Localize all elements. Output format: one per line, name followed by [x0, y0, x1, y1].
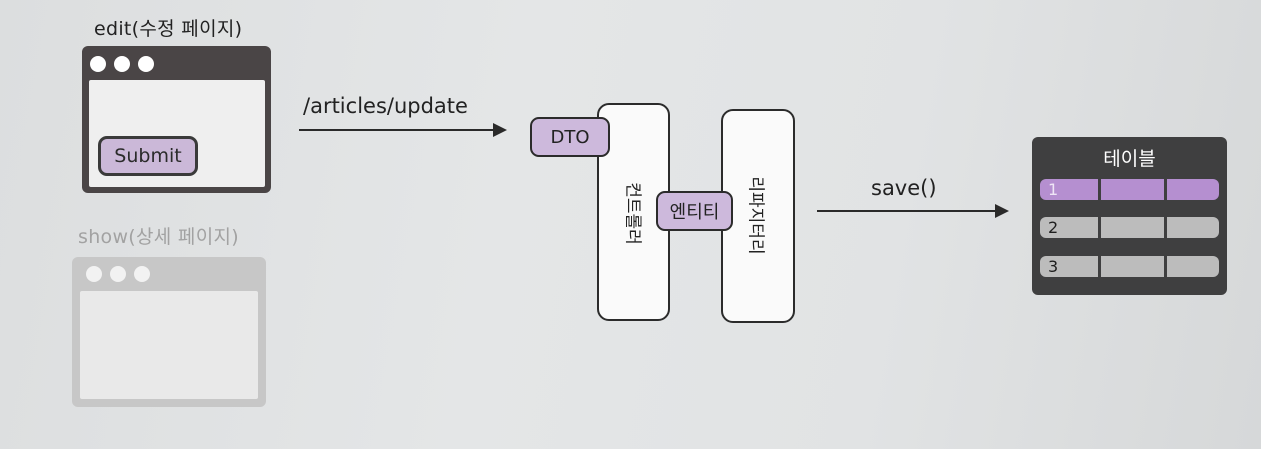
window-dot-icon — [86, 266, 102, 282]
table-row: 3 — [1040, 256, 1219, 277]
cell-divider — [1164, 179, 1167, 200]
row-number: 1 — [1048, 180, 1059, 199]
entity-tag: 엔티티 — [656, 191, 733, 231]
save-method-label: save() — [871, 176, 937, 200]
dto-tag: DTO — [530, 117, 610, 157]
cell-divider — [1098, 217, 1101, 238]
cell-divider — [1098, 256, 1101, 277]
repository-label: 리파지터리 — [745, 176, 766, 255]
database-table: 테이블 1 2 3 — [1032, 137, 1227, 295]
table-row: 2 — [1040, 217, 1219, 238]
arrow-head-icon — [995, 204, 1009, 218]
cell-divider — [1164, 256, 1167, 277]
repository-block: 리파지터리 — [721, 109, 795, 323]
table-title: 테이블 — [1103, 148, 1156, 170]
show-page-label: show(상세 페이지) — [78, 226, 239, 248]
cell-divider — [1164, 217, 1167, 238]
edit-page-window: Submit — [82, 46, 271, 193]
window-dot-icon — [138, 56, 154, 72]
row-number: 3 — [1048, 257, 1059, 276]
window-dot-icon — [134, 266, 150, 282]
submit-button[interactable]: Submit — [98, 136, 198, 176]
table-row: 1 — [1040, 179, 1219, 200]
window-dot-icon — [90, 56, 106, 72]
edit-page-label: edit(수정 페이지) — [94, 18, 243, 40]
save-arrow-line — [817, 210, 997, 212]
window-dot-icon — [110, 266, 126, 282]
show-page-body — [80, 291, 258, 399]
cell-divider — [1098, 179, 1101, 200]
request-arrow-line — [299, 129, 495, 131]
row-number: 2 — [1048, 218, 1059, 237]
arrow-head-icon — [493, 123, 507, 137]
controller-label: 컨트롤러 — [622, 182, 643, 245]
request-url-label: /articles/update — [303, 94, 468, 118]
show-page-window — [72, 257, 266, 407]
window-dot-icon — [114, 56, 130, 72]
